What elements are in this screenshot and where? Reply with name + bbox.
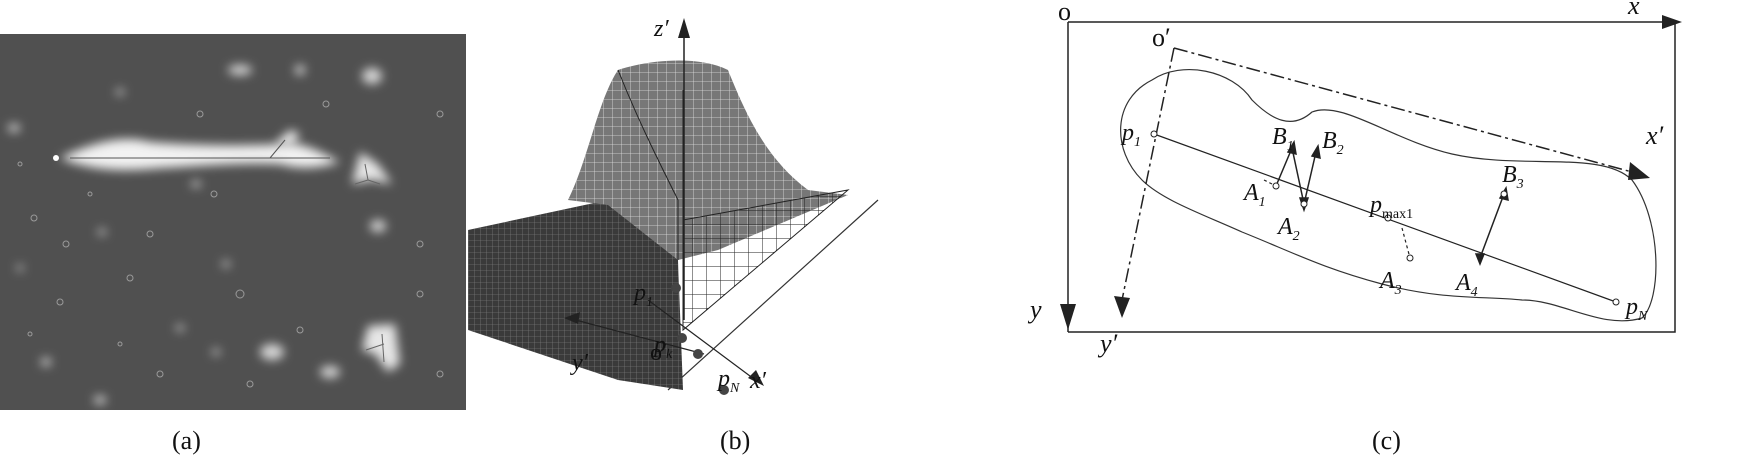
object-outline [1120,69,1657,322]
label-A1: A1 [1242,180,1266,210]
label-A4: A4 [1454,270,1478,300]
label-A3: A3 [1378,268,1402,298]
label-B1: B1 [1272,124,1294,154]
label-x-c: x [1627,0,1640,20]
main-blob [53,130,340,170]
point-pk [677,333,687,343]
panel-c-outline-diagram: o x y o′ x′ y′ p1 pN pmax1 B1 B2 B3 A1 A… [1012,0,1737,420]
label-A2: A2 [1276,214,1300,244]
panel-b-surface-plot: z′ y′ x′ o′ p1 pk pN [468,0,988,420]
point-pN-c [1612,298,1620,306]
label-origin: o′ [650,340,667,366]
speckles [17,100,444,388]
label-y2: y′ [1097,329,1118,358]
surface-floor [468,200,683,390]
point-pmax [1384,214,1392,222]
point-p1-c [1150,130,1158,138]
label-y-axis: y′ [570,350,589,376]
point-p1 [671,283,681,293]
label-origin-c: o [1058,0,1071,26]
label-B3: B3 [1502,162,1524,192]
label-p1-c: p1 [1120,120,1141,150]
blob-lower-right [362,324,400,372]
blob-right [352,152,392,185]
small-blobs [8,65,386,404]
label-y-c: y [1027,295,1042,324]
panel-a-image [0,34,466,410]
label-pmax: pmax1 [1368,192,1413,222]
label-z-axis: z′ [653,16,669,42]
label-pN: pN [716,366,740,396]
label-p1: p1 [632,280,653,310]
point-origin [693,349,703,359]
caption-b: (b) [720,426,751,455]
panel-b-svg: z′ y′ x′ o′ p1 pk pN [468,16,879,396]
label-x2: x′ [1645,121,1664,150]
caption-c: (c) [1372,426,1401,455]
label-pN-c: pN [1624,294,1648,324]
panel-a-svg [8,65,444,404]
label-pk: pk [652,332,673,362]
cross-arrows [1275,139,1509,267]
point-pN [719,385,729,395]
label-B2: B2 [1322,128,1344,158]
caption-a: (a) [172,426,201,455]
label-origin2: o′ [1152,23,1171,52]
panel-c-svg: o x y o′ x′ y′ p1 pN pmax1 B1 B2 B3 A1 A… [1027,0,1682,358]
label-x-axis: x′ [749,368,767,394]
